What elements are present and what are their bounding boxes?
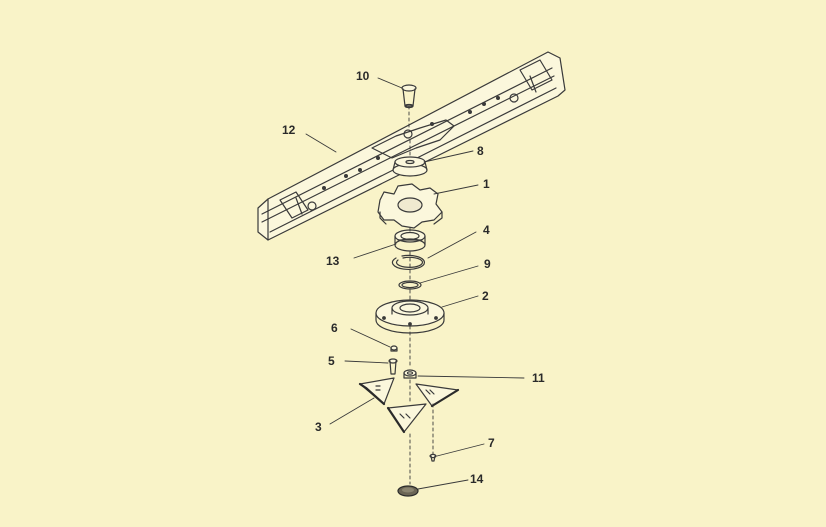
part-5-bolt (388, 358, 398, 375)
label-part-6: 6 (331, 321, 338, 335)
label-part-13: 13 (326, 254, 340, 268)
label-part-10: 10 (356, 69, 370, 83)
label-part-11: 11 (532, 371, 545, 385)
part-2-hub-flange (375, 299, 445, 334)
center-axis (408, 105, 411, 485)
part-9-o-ring (398, 280, 422, 290)
label-part-12: 12 (282, 123, 296, 137)
part-6-nut (390, 345, 398, 352)
part-13-bearing (394, 229, 426, 252)
label-part-3: 3 (315, 420, 322, 434)
part-7-screw (429, 453, 437, 462)
part-11-nut (403, 369, 417, 379)
label-part-4: 4 (483, 223, 490, 237)
label-part-1: 1 (483, 177, 490, 191)
label-part-5: 5 (328, 354, 335, 368)
part-8-cap (392, 156, 428, 177)
label-part-2: 2 (482, 289, 489, 303)
part-3-blades (358, 377, 460, 434)
label-part-7: 7 (488, 436, 495, 450)
label-part-14: 14 (470, 472, 484, 486)
part-1-sprocket (377, 183, 443, 229)
label-part-9: 9 (484, 257, 491, 271)
leader-lines (305, 77, 525, 490)
part-14-cap-disk (397, 485, 419, 497)
part-10-bolt (401, 84, 417, 109)
part-4-snap-ring (391, 254, 425, 271)
label-part-8: 8 (477, 144, 484, 158)
